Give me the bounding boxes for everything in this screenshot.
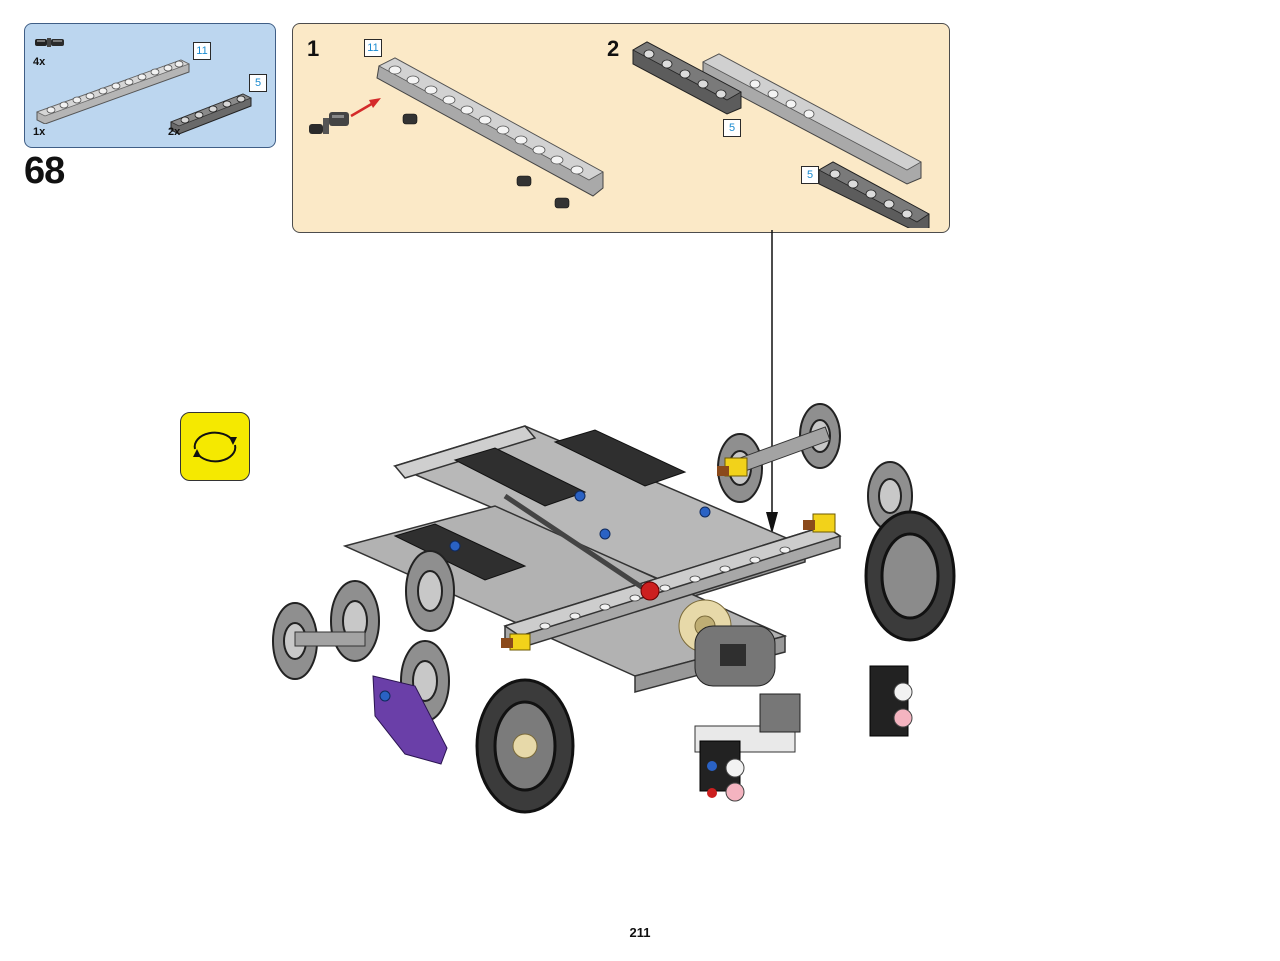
substep-number: 2 xyxy=(607,36,620,61)
sub-assembly-callout: 1 11 2 xyxy=(292,23,950,233)
part-quantity: 4x xyxy=(33,56,46,68)
length-badge: 5 xyxy=(801,166,819,184)
substep-2-illustration xyxy=(632,41,930,228)
pin-with-friction-icon xyxy=(35,38,64,47)
substep-1-illustration xyxy=(309,57,604,209)
rotate-model-icon xyxy=(180,412,250,481)
liftarm-dark-gray-icon xyxy=(170,93,252,134)
part-quantity: 1x xyxy=(33,126,46,138)
length-badge: 11 xyxy=(364,39,382,57)
step-number: 68 xyxy=(24,150,65,192)
page-number: 211 xyxy=(629,925,651,940)
length-badge: 5 xyxy=(249,74,267,92)
length-badge: 11 xyxy=(193,42,211,60)
parts-list: 4x 11 1x 5 2x xyxy=(24,23,276,148)
length-badge: 5 xyxy=(723,119,741,137)
substep-number: 1 xyxy=(307,36,320,61)
liftarm-light-gray-icon xyxy=(35,59,191,124)
part-quantity: 2x xyxy=(168,126,181,138)
placement-arrow xyxy=(766,230,778,534)
model-chassis-illustration xyxy=(272,403,956,814)
